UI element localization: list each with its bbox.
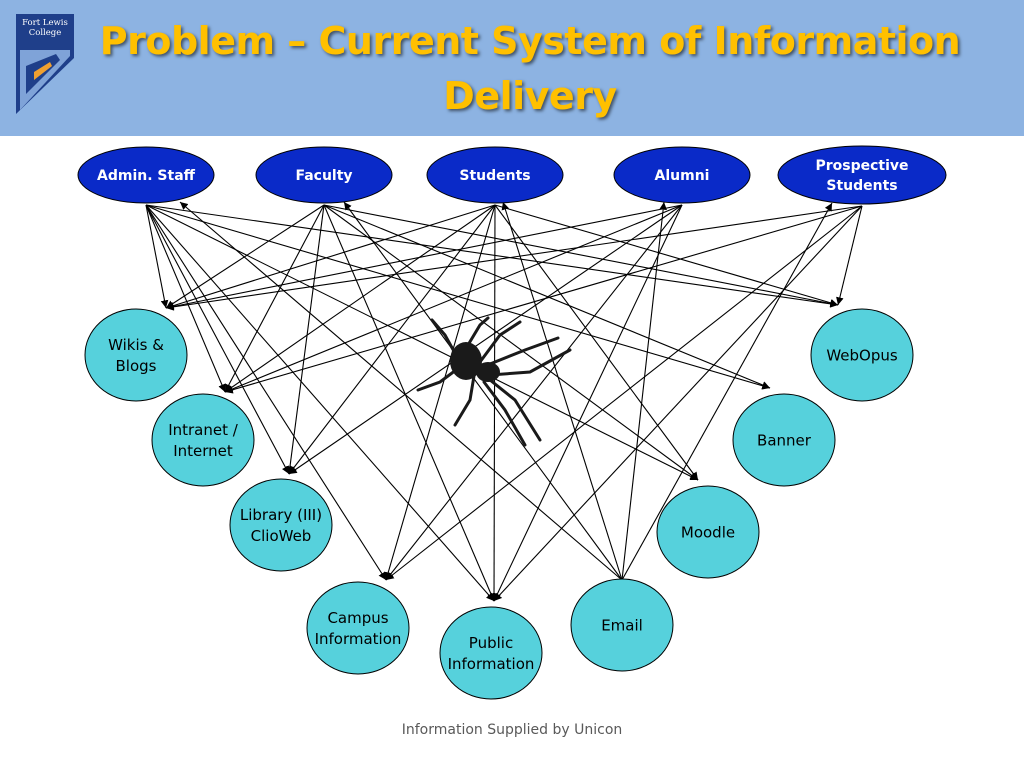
link-admin-intranet [145,204,226,393]
link-email-prospective [621,202,833,581]
user-node-label: Alumni [655,168,710,184]
fort-lewis-college-logo: Fort Lewis College [16,14,74,114]
link-students-library [288,204,496,475]
link-admin-webopus [145,204,839,308]
system-node-label: Moodle [681,523,735,541]
system-node-label: WebOpus [826,346,898,364]
link-students-public [490,204,498,602]
link-admin-campus [145,204,387,581]
user-node-shape [613,146,751,204]
system-node-shape [810,308,914,402]
link-faculty-moodle [323,204,699,481]
link-faculty-intranet [224,204,325,393]
user-node-faculty: Faculty [255,146,393,204]
link-prospective-webopus [836,205,863,306]
user-node-label: Admin. Staff [97,168,196,184]
system-node-label: Information [448,655,535,673]
link-prospective-wikis [165,205,863,311]
system-node-shape [151,393,255,487]
logo-line-2: College [28,28,62,38]
link-students-campus [384,204,496,581]
user-node-label: Faculty [295,168,352,184]
slide-title-line-2: Delivery [443,74,617,118]
link-students-webopus [494,204,839,307]
system-node-moodle: Moodle [656,485,760,579]
link-alumni-library [288,204,683,475]
link-faculty-wikis [165,204,325,309]
system-node-label: Email [601,616,643,634]
user-node-alumni: Alumni [613,146,751,204]
link-alumni-intranet [224,204,683,393]
system-node-label: Public [469,634,513,652]
system-node-wikis: Wikis & Blogs [84,308,188,402]
system-node-shape [732,393,836,487]
link-prospective-intranet [224,205,863,394]
user-node-label: Prospective [815,158,908,174]
user-node-students: Students [426,146,564,204]
link-students-intranet [224,204,496,393]
user-node-label: Students [826,178,897,194]
system-node-banner: Banner [732,393,836,487]
system-node-label: Banner [757,431,812,449]
link-alumni-wikis [165,204,683,311]
user-node-shape [777,145,947,205]
link-prospective-campus [385,205,863,581]
link-admin-library [145,204,290,475]
system-node-label: Wikis & [108,336,164,354]
user-node-label: Students [459,168,530,184]
slide-title: Problem – Current System of Information … [60,14,1000,124]
link-students-wikis [165,204,496,310]
link-email-alumni [621,201,667,581]
system-node-intranet: Intranet / Internet [151,393,255,487]
link-email-students [501,201,623,581]
system-node-email: Email [570,578,674,672]
link-alumni-public [493,204,683,602]
link-admin-wikis [145,204,169,309]
user-node-shape [426,146,564,204]
link-email-faculty [343,201,623,581]
system-node-webopus: WebOpus [810,308,914,402]
link-prospective-public [493,205,863,602]
user-node-shape [77,146,215,204]
system-node-library: Library (III) ClioWeb [229,478,333,572]
system-node-label: Campus [327,609,388,627]
link-admin-public [145,204,495,602]
spider-icon [416,316,572,447]
user-node-shape [255,146,393,204]
system-node-label: Internet [173,442,233,460]
system-node-shape [84,308,188,402]
user-node-admin: Admin. Staff [77,146,215,204]
logo-line-1: Fort Lewis [22,18,68,28]
link-alumni-campus [385,204,683,581]
system-node-shape [439,606,543,700]
link-students-moodle [494,204,699,481]
link-faculty-webopus [323,204,839,308]
system-node-label: Library (III) [240,506,322,524]
links-layer [145,201,863,602]
system-node-shape [306,581,410,675]
title-bar: Fort Lewis College Problem – Current Sys… [0,0,1024,136]
system-node-label: Blogs [116,357,157,375]
system-node-shape [656,485,760,579]
link-email-admin [179,201,623,581]
link-faculty-library [286,204,325,475]
system-node-label: Information [315,630,402,648]
system-node-shape [570,578,674,672]
system-node-label: ClioWeb [251,527,312,545]
system-node-label: Intranet / [168,421,239,439]
slide-title-line-1: Problem – Current System of Information [99,19,961,63]
system-node-shape [229,478,333,572]
link-admin-moodle [145,204,699,481]
source-credit: Information Supplied by Unicon [401,722,623,738]
